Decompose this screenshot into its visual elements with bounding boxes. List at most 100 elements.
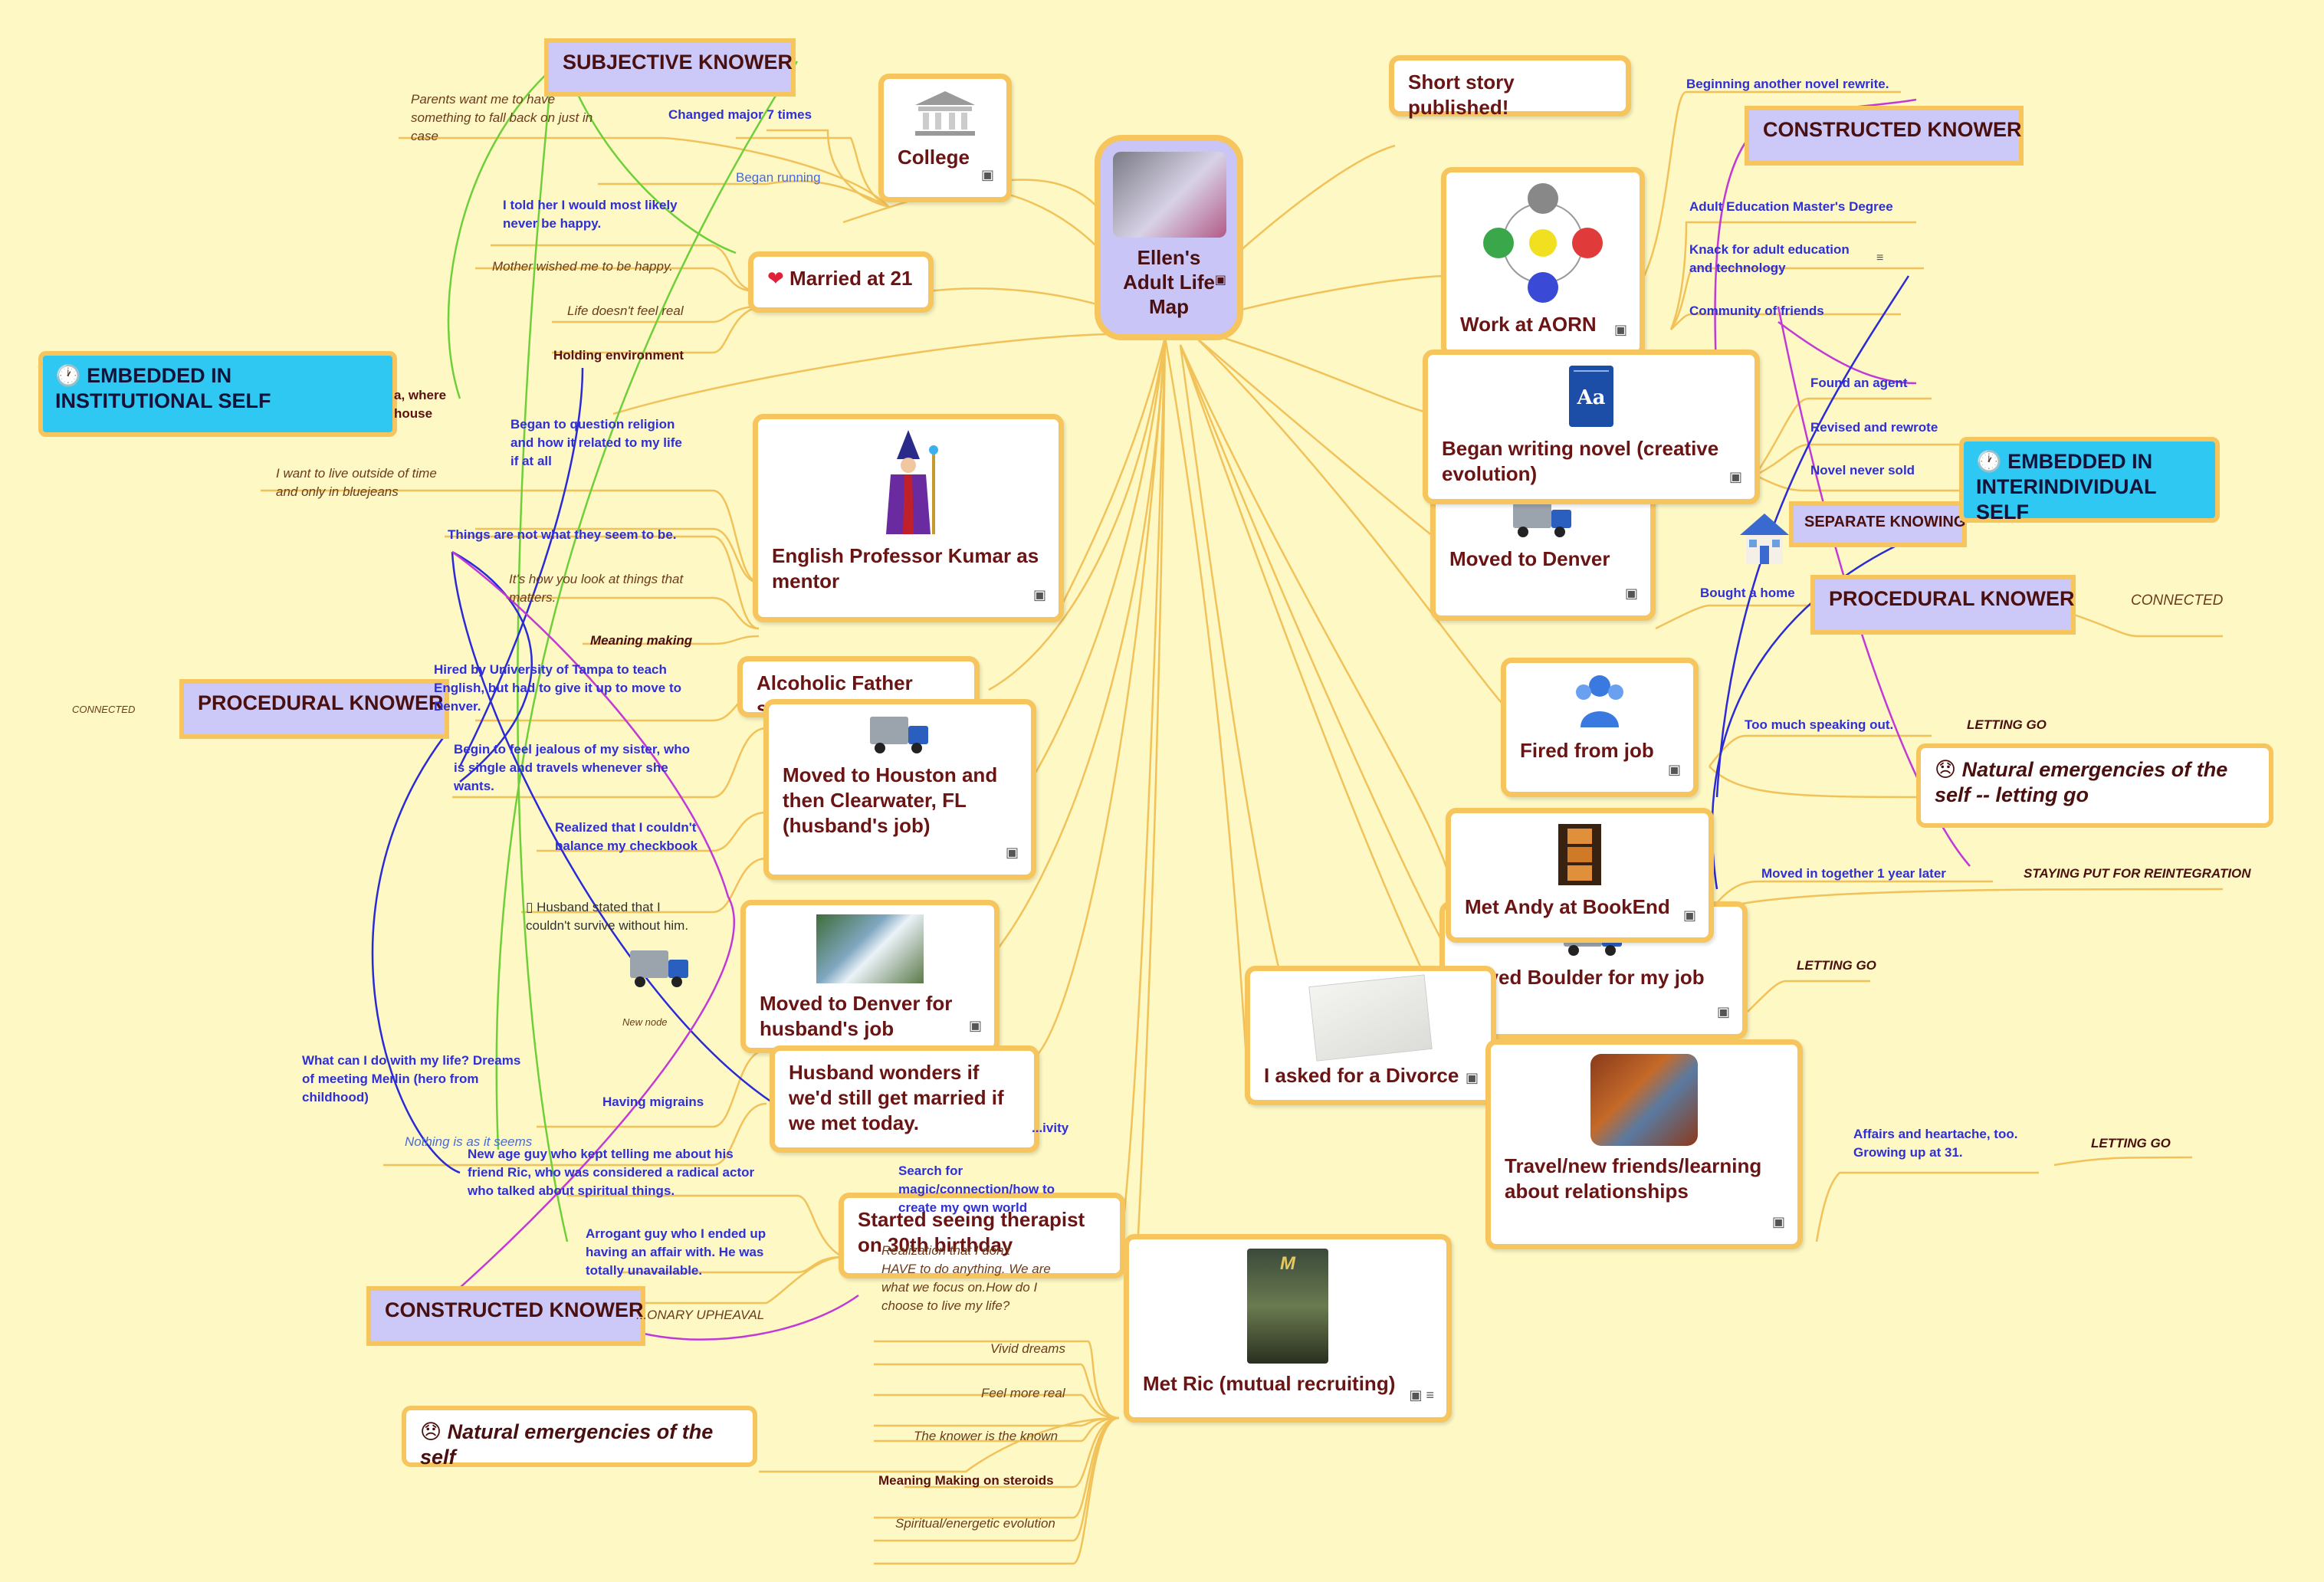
house-icon bbox=[1740, 514, 1789, 564]
label-bought-home: Bought a home bbox=[1700, 586, 1795, 600]
node-met-andy[interactable]: Met Andy at BookEnd ▣ bbox=[1446, 808, 1714, 943]
node-moved-denver-title: Moved to Denver bbox=[1449, 547, 1610, 570]
embedded-institutional-label: EMBEDDED IN INSTITUTIONAL SELF bbox=[55, 364, 271, 412]
label-checkbook: Realized that I couldn't balance my chec… bbox=[555, 820, 698, 853]
node-met-ric[interactable]: M Met Ric (mutual recruiting) ▣ ≡ bbox=[1124, 1234, 1452, 1423]
label-question-religion: Began to question religion and how it re… bbox=[510, 417, 682, 468]
node-moved-denver-husband-title: Moved to Denver for husband's job bbox=[760, 992, 953, 1040]
image-icon: ▣ bbox=[1667, 762, 1681, 777]
image-icon: ▣ bbox=[1613, 322, 1627, 337]
suitcase-icon bbox=[1590, 1054, 1698, 1146]
image-icon: ▣ bbox=[1682, 908, 1696, 923]
node-college[interactable]: College ▣ bbox=[878, 74, 1012, 202]
node-travel-title: Travel/new friends/learning about relati… bbox=[1505, 1154, 1762, 1203]
label-live-outside: I want to live outside of time and only … bbox=[276, 466, 437, 499]
image-icon: ▣ bbox=[1465, 1070, 1479, 1085]
subjective-knower-label: SUBJECTIVE KNOWER bbox=[563, 51, 793, 74]
label-letting-go-1: LETTING GO bbox=[1967, 717, 2047, 732]
central-topic[interactable]: Ellen's Adult Life Map ▣ bbox=[1095, 135, 1243, 340]
truck-icon bbox=[630, 947, 690, 989]
label-parents: Parents want me to have something to fal… bbox=[411, 92, 593, 143]
separate-knowing[interactable]: SEPARATE KNOWING bbox=[1789, 501, 1967, 547]
label-where-house: a, where house bbox=[394, 388, 447, 421]
node-short-story[interactable]: Short story published! bbox=[1389, 55, 1631, 119]
frown-face-icon: 😞 bbox=[1935, 758, 1957, 781]
central-topic-title: Ellen's Adult Life Map bbox=[1123, 246, 1215, 318]
natural-emergencies-left[interactable]: 😞 Natural emergencies of the self bbox=[402, 1406, 757, 1469]
image-icon: ▣ bbox=[1032, 587, 1046, 602]
label-new-node: New node bbox=[622, 1016, 668, 1028]
label-new-age: New age guy who kept telling me about hi… bbox=[468, 1147, 755, 1198]
frown-face-icon: 😞 bbox=[420, 1420, 442, 1443]
procedural-knower-left-label: PROCEDURAL KNOWER bbox=[198, 691, 444, 714]
natural-emergencies-right[interactable]: 😞 Natural emergencies of the self -- let… bbox=[1916, 743, 2273, 828]
image-icon: ▣ bbox=[1771, 1214, 1785, 1229]
label-upheaval: ...ONARY UPHEAVAL bbox=[636, 1308, 765, 1322]
label-letting-go-3: LETTING GO bbox=[2091, 1136, 2171, 1150]
label-community: Community of friends bbox=[1689, 304, 1824, 318]
label-holding: Holding environment bbox=[553, 348, 684, 363]
node-english-professor[interactable]: English Professor Kumar as mentor ▣ bbox=[753, 414, 1064, 622]
node-work-aorn[interactable]: Work at AORN ▣ bbox=[1441, 167, 1645, 357]
constructed-knower-left-label: CONSTRUCTED KNOWER bbox=[385, 1298, 644, 1321]
label-what-can: What can I do with my life? Dreams of me… bbox=[302, 1053, 521, 1104]
label-vivid: Vivid dreams bbox=[990, 1341, 1065, 1356]
procedural-knower-right-label: PROCEDURAL KNOWER bbox=[1829, 587, 2075, 610]
node-began-novel-title: Began writing novel (creative evolution) bbox=[1442, 437, 1719, 485]
node-moved-houston[interactable]: Moved to Houston and then Clearwater, FL… bbox=[763, 699, 1036, 880]
label-how-look: It's how you look at things that matters… bbox=[509, 572, 684, 605]
node-moved-houston-title: Moved to Houston and then Clearwater, FL… bbox=[783, 763, 998, 837]
label-revised: Revised and rewrote bbox=[1810, 420, 1938, 435]
subjective-knower[interactable]: SUBJECTIVE KNOWER bbox=[544, 38, 796, 97]
notes-icon: ≡ bbox=[1876, 251, 1884, 264]
procedural-knower-left[interactable]: PROCEDURAL KNOWER bbox=[179, 679, 449, 739]
image-icon: ▣ bbox=[1716, 1004, 1730, 1019]
node-moved-denver[interactable]: Moved to Denver ▣ bbox=[1430, 483, 1656, 621]
label-connected-left: CONNECTED bbox=[72, 704, 136, 715]
note-icon: ▯ bbox=[526, 900, 533, 914]
node-fired[interactable]: Fired from job ▣ bbox=[1501, 658, 1699, 797]
merlin-book-cover: M bbox=[1247, 1249, 1328, 1364]
label-search-magic: Search for magic/connection/how to creat… bbox=[898, 1164, 1055, 1215]
node-therapist-title: Started seeing therapist on 30th birthda… bbox=[858, 1208, 1085, 1256]
image-icon: ▣ bbox=[1214, 274, 1226, 287]
label-husband-stated: ▯ Husband stated that I couldn't survive… bbox=[526, 880, 688, 935]
node-fired-title: Fired from job bbox=[1520, 739, 1654, 762]
constructed-knower-left[interactable]: CONSTRUCTED KNOWER bbox=[366, 1286, 645, 1346]
label-knower-known: The knower is the known bbox=[914, 1429, 1059, 1443]
node-divorce[interactable]: I asked for a Divorce ▣ bbox=[1245, 966, 1496, 1105]
node-moved-boulder-title: Moved Boulder for my job bbox=[1459, 966, 1705, 989]
cat-photo bbox=[1113, 152, 1226, 238]
label-mm-steroids: Meaning Making on steroids bbox=[878, 1473, 1054, 1488]
constructed-knower-right-label: CONSTRUCTED KNOWER bbox=[1763, 118, 2022, 141]
node-husband-wonders-title: Husband wonders if we'd still get marrie… bbox=[789, 1061, 1004, 1134]
label-jealous: Begin to feel jealous of my sister, who … bbox=[454, 742, 690, 793]
label-meaning-making: Meaning making bbox=[590, 633, 693, 648]
natural-emergencies-left-label: Natural emergencies of the self bbox=[420, 1420, 714, 1469]
label-never-sold: Novel never sold bbox=[1810, 463, 1915, 478]
embedded-interindividual-self[interactable]: 🕐 EMBEDDED IN INTERINDIVIDUAL SELF bbox=[1959, 437, 2220, 524]
node-moved-denver-husband[interactable]: Moved to Denver for husband's job ▣ bbox=[740, 900, 1000, 1053]
wizard-icon bbox=[886, 430, 938, 534]
image-icon: ▣ bbox=[968, 1018, 982, 1033]
truck-icon bbox=[870, 714, 930, 755]
embedded-institutional-self[interactable]: 🕐 EMBEDDED IN INSTITUTIONAL SELF bbox=[38, 351, 397, 437]
node-husband-wonders[interactable]: Husband wonders if we'd still get marrie… bbox=[770, 1045, 1039, 1153]
node-therapist[interactable]: Started seeing therapist on 30th birthda… bbox=[839, 1193, 1125, 1278]
label-adult-ed: Adult Education Master's Degree bbox=[1689, 199, 1893, 214]
label-hired: Hired by University of Tampa to teach En… bbox=[434, 662, 681, 714]
constructed-knower-right[interactable]: CONSTRUCTED KNOWER bbox=[1745, 106, 2024, 166]
node-married[interactable]: ❤ Married at 21 bbox=[748, 251, 934, 313]
label-mother-wished: Mother wished me to be happy. bbox=[492, 259, 673, 274]
node-began-novel[interactable]: Aa Began writing novel (creative evoluti… bbox=[1423, 350, 1760, 504]
procedural-knower-right[interactable]: PROCEDURAL KNOWER bbox=[1810, 575, 2076, 635]
label-creativity: ...ivity bbox=[1032, 1121, 1069, 1135]
label-arrogant: Arrogant guy who I ended up having an af… bbox=[586, 1226, 766, 1278]
label-another-novel: Beginning another novel rewrite. bbox=[1686, 77, 1889, 91]
node-short-story-title: Short story published! bbox=[1408, 71, 1515, 119]
image-icon: ▣ ≡ bbox=[1409, 1387, 1434, 1403]
svg-text:Aa: Aa bbox=[1576, 386, 1605, 409]
label-nothing-is: Nothing is as it seems bbox=[405, 1134, 533, 1149]
label-knack: Knack for adult education and technology bbox=[1689, 242, 1850, 275]
node-travel[interactable]: Travel/new friends/learning about relati… bbox=[1485, 1039, 1803, 1249]
